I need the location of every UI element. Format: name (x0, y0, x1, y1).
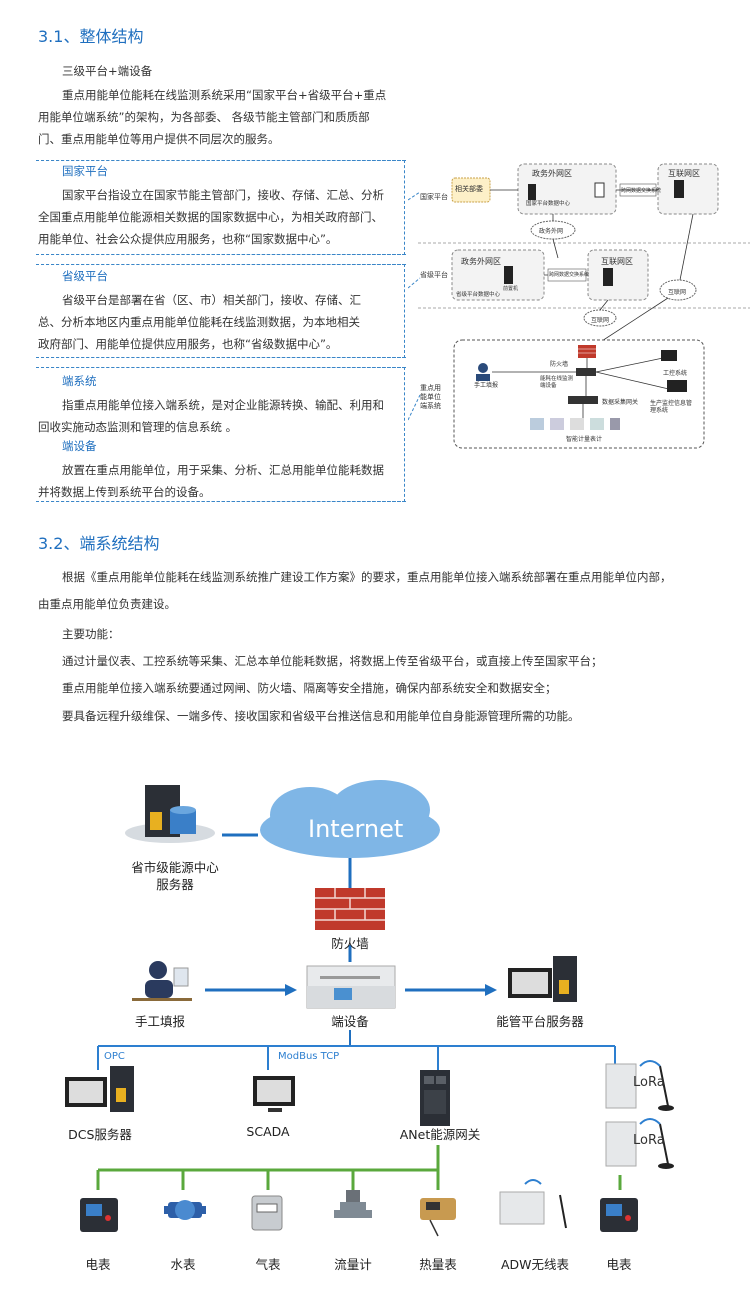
gateway-small: 数据采集网关 (602, 399, 639, 406)
endsys-line-1: 指重点用能单位接入端系统，是对企业能源转换、输配、利用和 (62, 398, 384, 412)
endsys-title: 端系统 (62, 374, 97, 388)
meters-small: 智能计量表计 (566, 436, 603, 443)
intro-heading: 三级平台+端设备 (62, 64, 153, 78)
scada-label: SCADA (246, 1124, 290, 1139)
national-center: 国家平台数据中心 (526, 201, 571, 207)
regional-server-icon (125, 785, 215, 843)
function-3: 要具备远程升级维保、一端多传、接收国家和省级平台推送信息和用能单位自身能源管理所… (62, 709, 580, 723)
end-device-small: 能耗在线监测端设备 (540, 376, 574, 389)
anet-label: ANet能源网关 (399, 1127, 481, 1142)
energy-server-icon (508, 956, 577, 1002)
internet-cloud: 互联网 (668, 289, 687, 296)
pre-machine: 前置机 (503, 286, 519, 292)
industrial-small: 工控系统 (663, 370, 688, 377)
related-dept: 相关部委 (455, 185, 483, 193)
manual-entry-icon (132, 961, 192, 1001)
internet-zone-provincial: 互联网区 (601, 257, 633, 266)
anet-gateway-icon (420, 1070, 450, 1126)
row-label-provincial: 省级平台 (420, 271, 448, 279)
energy-server-label: 能管平台服务器 (496, 1014, 584, 1029)
endsys-para-line-2: 由重点用能单位负责建设。 (38, 597, 176, 611)
provincial-center: 省级平台数据中心 (456, 292, 501, 298)
server-label-2: 服务器 (156, 877, 194, 892)
cross-net-national: 跨网数据交换系统 (621, 188, 662, 194)
intro-line-1: 重点用能单位能耗在线监测系统采用“国家平台+省级平台+重点 (62, 88, 387, 102)
national-line-3: 用能单位、社会公众提供应用服务，也称“国家数据中心”。 (38, 232, 338, 246)
functions-heading: 主要功能： (62, 627, 120, 641)
gov-net-national: 政务外网 (539, 228, 564, 235)
provincial-title: 省级平台 (62, 269, 108, 283)
internet-label: Internet (308, 815, 404, 843)
internet-zone-national: 互联网区 (668, 169, 700, 178)
end-device-label: 端设备 (331, 1014, 369, 1029)
dcs-label: DCS服务器 (68, 1127, 132, 1142)
adw-wireless-meter-icon (499, 1179, 567, 1229)
function-2: 重点用能单位接入端系统要通过网闸、防火墙、隔离等安全措施，确保内部系统安全和数据… (62, 681, 557, 695)
meter-label-electric-2: 电表 (606, 1257, 632, 1272)
row-label-endsys: 重点用能单位端系统 (420, 384, 441, 410)
function-1: 通过计量仪表、工控系统等采集、汇总本单位能耗数据，将数据上传至省级平台，或直接上… (62, 654, 603, 668)
endsys-para-line-1: 根据《重点用能单位能耗在线监测系统推广建设工作方案》的要求，重点用能单位接入端系… (62, 570, 672, 584)
lora-device-icon-2 (605, 1118, 674, 1169)
meter-label-gas: 气表 (255, 1257, 281, 1272)
enddev-title: 端设备 (62, 439, 97, 453)
lora-label-2: LoRa (633, 1133, 665, 1148)
meter-label-adw: ADW无线表 (500, 1257, 570, 1272)
national-title: 国家平台 (62, 164, 108, 178)
firewall-small: 防火墙 (550, 361, 569, 368)
production-small: 生产监控信息管理系统 (650, 400, 693, 414)
flow-meter-icon (334, 1190, 372, 1218)
lora-device-icon-1 (605, 1060, 674, 1111)
provincial-line-1: 省级平台是部署在省（区、市）相关部门，接收、存储、汇 (62, 293, 361, 307)
scada-icon (253, 1076, 295, 1112)
intro-line-3: 门、重点用能单位等用户提供不同层次的服务。 (38, 132, 280, 146)
intro-line-2: 用能单位端系统”的架构，为各部委、 各级节能主管部门和质质部 (38, 110, 370, 124)
enddev-line-1: 放置在重点用能单位，用于采集、分析、汇总用能单位能耗数据 (62, 463, 384, 477)
enddev-line-2: 并将数据上传到系统平台的设备。 (38, 485, 211, 499)
national-line-2: 全国重点用能单位能源相关数据的国家数据中心，为相关政府部门、 (38, 210, 383, 224)
meter-label-heat: 热量表 (419, 1257, 457, 1272)
row-label-national: 国家平台 (420, 193, 448, 201)
firewall-label: 防火墙 (331, 936, 369, 951)
provincial-line-3: 政府部门、用能单位提供应用服务，也称“省级数据中心”。 (38, 337, 338, 351)
opc-label: OPC (104, 1051, 125, 1062)
cross-net-provincial: 跨网数据交换系统 (549, 272, 590, 278)
modbus-label: ModBus TCP (278, 1051, 340, 1062)
endsys-diagram (65, 780, 674, 1237)
lora-label-1: LoRa (633, 1075, 665, 1090)
server-label-1: 省市级能源中心 (131, 860, 219, 875)
provincial-line-2: 总、分析本地区内重点用能单位能耗在线监测数据，为本地相关 (38, 315, 360, 329)
manual-small: 手工填报 (474, 382, 499, 389)
architecture-diagram (408, 163, 750, 449)
electric-meter-icon-1 (80, 1198, 118, 1232)
section-title-endsys: 3.2、端系统结构 (38, 534, 160, 553)
endsys-line-2: 回收实施动态监测和管理的信息系统 。 (38, 420, 238, 434)
meter-label-water: 水表 (170, 1257, 196, 1272)
internet-cloud-icon (260, 780, 440, 858)
manual-label: 手工填报 (134, 1014, 185, 1029)
dcs-server-icon (65, 1066, 134, 1112)
water-meter-icon (164, 1200, 206, 1220)
section-title-overall: 3.1、整体结构 (38, 27, 144, 46)
gas-meter-icon (251, 1195, 283, 1231)
end-device-icon (306, 965, 396, 1009)
heat-meter-icon (420, 1198, 456, 1237)
gov-net-zone-provincial: 政务外网区 (461, 257, 501, 266)
meter-label-electric-1: 电表 (85, 1257, 111, 1272)
firewall-icon (315, 888, 385, 930)
internet-cloud-2: 互联网 (591, 317, 610, 324)
electric-meter-icon-2 (600, 1198, 638, 1232)
gov-net-zone-national: 政务外网区 (532, 169, 572, 178)
national-line-1: 国家平台指设立在国家节能主管部门，接收、存储、汇总、分析 (62, 188, 384, 202)
meter-label-flow: 流量计 (334, 1257, 372, 1272)
